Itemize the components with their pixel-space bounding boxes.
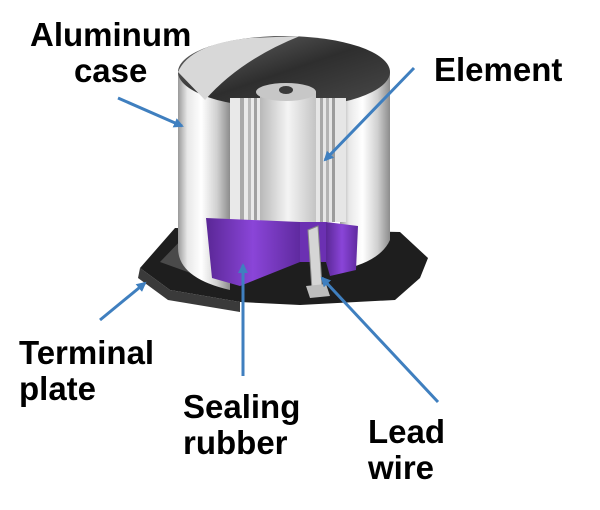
label-aluminum-case: Aluminum case [30,16,192,89]
arrow-terminal-plate [99,281,147,322]
label-terminal-plate: Terminal plate [19,334,155,407]
arrow-lead-wire [320,276,440,404]
label-lead-wire: Lead wire [368,413,446,486]
element-illustration [230,83,346,222]
pointer-arrows [99,66,440,404]
arrow-element [323,66,416,162]
arrow-aluminum-case [117,96,184,128]
label-element: Element [434,51,563,88]
label-sealing-rubber: Sealing rubber [183,388,301,461]
